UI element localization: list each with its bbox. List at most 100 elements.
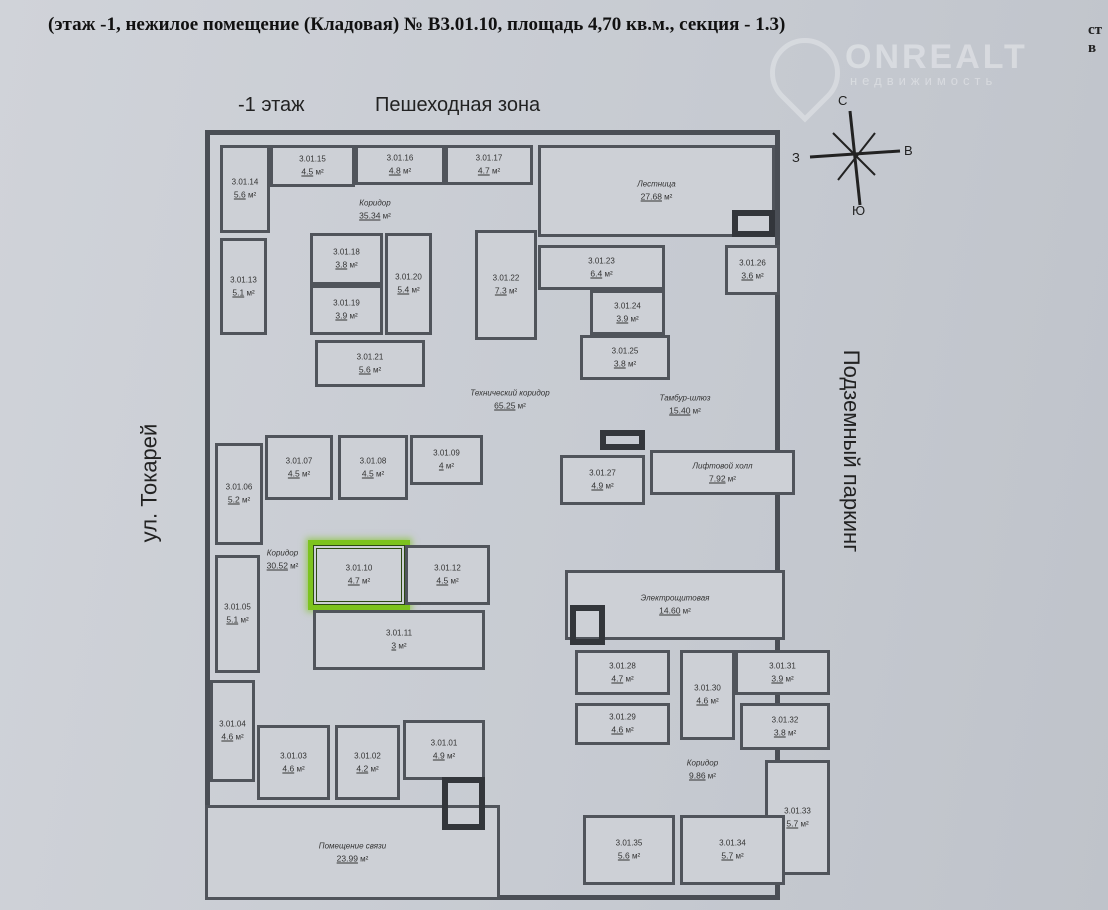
highlighted-storage-room: 3.01.10 4.7 м² [313, 545, 405, 605]
compass-south: Ю [852, 203, 866, 218]
floor-label: -1 этаж [238, 94, 305, 116]
area-unit: м² [491, 166, 501, 176]
storage-room: 3.01.34 5.7 м² [680, 815, 785, 885]
room-area: 6.4 [590, 268, 603, 278]
area-unit: м² [727, 474, 736, 483]
area-unit: м² [290, 561, 299, 571]
area-unit: м² [787, 728, 797, 737]
compass-west: З [792, 150, 800, 165]
room-name: Технический коридор [470, 388, 550, 398]
room-area: 3.9 [335, 310, 348, 321]
room-area: 4.5 [287, 468, 300, 478]
watermark-brand: ONREALT [845, 38, 1028, 76]
storage-room: 3.01.18 3.8 м² [310, 233, 383, 285]
area-unit: м² [360, 854, 369, 863]
room-area: 5.2 [227, 494, 240, 505]
room-number: 3.01.28 [609, 661, 636, 670]
room-number: 3.01.27 [589, 468, 616, 478]
room-area: 4.6 [282, 763, 295, 773]
room-number: 3.01.19 [333, 298, 360, 308]
room-number: 3.01.18 [333, 247, 360, 257]
room-name: Коридор [686, 758, 719, 768]
room-area: 3.6 [741, 270, 754, 281]
shaft [600, 430, 645, 450]
area-unit: м² [361, 576, 371, 586]
room-area: 3.8 [335, 259, 348, 270]
area-unit: м² [398, 641, 407, 651]
area-unit: м² [235, 732, 244, 742]
room-area: 3.8 [773, 727, 786, 737]
room-area: 3.8 [613, 358, 626, 368]
room-area: 4.6 [611, 724, 624, 735]
area-unit: м² [446, 751, 456, 761]
room-area: 27.68 [640, 191, 662, 202]
shaft [442, 777, 485, 830]
room-area: 35.34 [359, 210, 381, 221]
room-area: 7.3 [494, 285, 507, 296]
room-number: 3.01.04 [219, 719, 246, 729]
shaft [570, 605, 605, 645]
room-label: 3.01.19 3.9 м² [313, 298, 380, 323]
room-name: Электрощитовая [640, 593, 710, 603]
room-number: 3.01.34 [719, 838, 746, 848]
room-area: 9.86 [689, 770, 706, 781]
room-area: 4.7 [347, 575, 360, 586]
compass-rose: С Ю З В [792, 93, 920, 218]
room-area: 7.92 [709, 473, 726, 483]
edge-text: ст [1088, 22, 1103, 38]
room-area: 5.7 [721, 850, 734, 861]
room-number: 3.01.25 [611, 346, 639, 355]
storage-room: 3.01.19 3.9 м² [310, 285, 383, 335]
area-unit: м² [382, 211, 391, 221]
page-title: (этаж -1, нежилое помещение (Кладовая) №… [48, 14, 786, 35]
room-number: 3.01.06 [225, 482, 253, 492]
area-unit: м² [508, 286, 518, 296]
area-unit: м² [240, 615, 249, 625]
area-unit: м² [349, 260, 358, 270]
room-name: Тамбур-шлюз [659, 393, 711, 403]
room-area: 3.9 [616, 313, 629, 323]
shaft [732, 210, 775, 237]
area-unit: м² [349, 311, 358, 321]
room-area: 5.1 [232, 287, 245, 297]
area-unit: м² [301, 469, 311, 478]
area-unit: м² [247, 190, 257, 200]
area-unit: м² [735, 851, 744, 861]
room-number: 3.01.10 [345, 563, 373, 573]
room-area: 4.2 [356, 763, 369, 773]
room-area: 5.6 [233, 189, 246, 200]
area-unit: м² [296, 764, 305, 773]
